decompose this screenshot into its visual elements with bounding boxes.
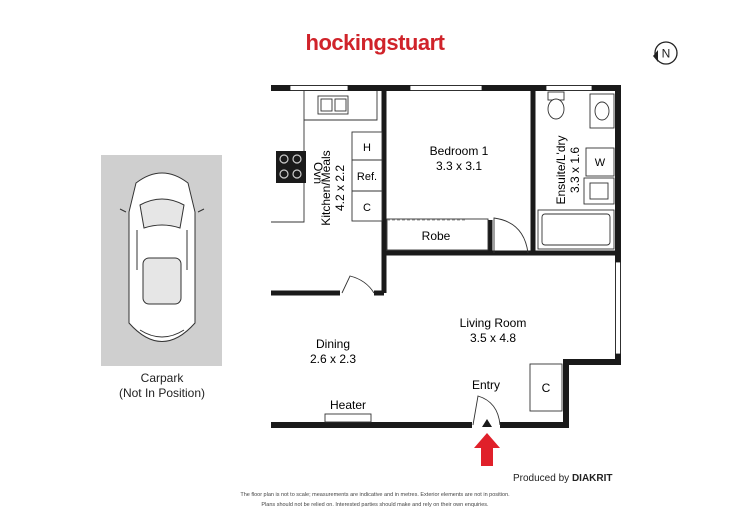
ensuite-fixtures xyxy=(537,91,615,250)
toilet-icon xyxy=(547,91,565,120)
dining-dims: 2.6 x 2.3 xyxy=(310,352,356,366)
car-icon xyxy=(119,172,205,342)
living-cupboard: C xyxy=(529,363,563,412)
carpark-label: Carpark xyxy=(141,371,185,385)
living-dims: 3.5 x 4.8 xyxy=(470,331,516,345)
produced-by: Produced by DIAKRIT xyxy=(513,473,613,484)
washer-label: W xyxy=(595,157,606,169)
bedroom-name: Bedroom 1 xyxy=(430,144,489,158)
robe: Robe xyxy=(386,218,489,251)
hotplate-label: H xyxy=(363,142,371,154)
brand-logo: hockingstuart xyxy=(0,30,750,56)
interior-walls xyxy=(271,88,618,296)
entry-label: Entry xyxy=(472,378,500,392)
carpark: Carpark (Not In Position) xyxy=(101,155,222,400)
cooktop-icon xyxy=(276,151,306,183)
north-compass-icon: N xyxy=(653,41,678,65)
windows xyxy=(289,85,621,355)
heater-label: Heater xyxy=(330,398,366,412)
disclaimer-line-1: The floor plan is not to scale; measurem… xyxy=(240,492,510,498)
sink-icon xyxy=(317,95,349,115)
carpark-note: (Not In Position) xyxy=(119,386,205,400)
compass-label: N xyxy=(662,47,671,61)
brand-name: hockingstuart xyxy=(305,30,445,55)
living-name: Living Room xyxy=(460,316,527,330)
disclaimer-line-2: Plans should not be relied on. Intereste… xyxy=(261,502,489,508)
ensuite-name: Ensuite/L'dry xyxy=(554,136,568,205)
kitchen-name: Kitchen/Meals xyxy=(319,150,333,225)
living-cupboard-label: C xyxy=(542,381,551,395)
fridge-label: Ref. xyxy=(357,171,377,183)
bedroom-dims: 3.3 x 3.1 xyxy=(436,159,482,173)
kitchen-fixtures: H Ref. C xyxy=(271,91,383,223)
entry-arrow-icon xyxy=(474,419,500,466)
robe-label: Robe xyxy=(422,229,451,243)
produced-brand: DIAKRIT xyxy=(571,473,613,484)
heater: Heater xyxy=(324,398,372,423)
ensuite-dims: 3.3 x 1.6 xyxy=(568,147,582,193)
doors xyxy=(341,217,529,426)
kitchen-dims: 4.2 x 2.2 xyxy=(333,165,347,211)
oven-label: Ovn xyxy=(311,162,325,184)
dining-name: Dining xyxy=(316,337,350,351)
produced-prefix: Produced by xyxy=(513,473,570,484)
kitchen-cupboard-label: C xyxy=(363,202,371,214)
